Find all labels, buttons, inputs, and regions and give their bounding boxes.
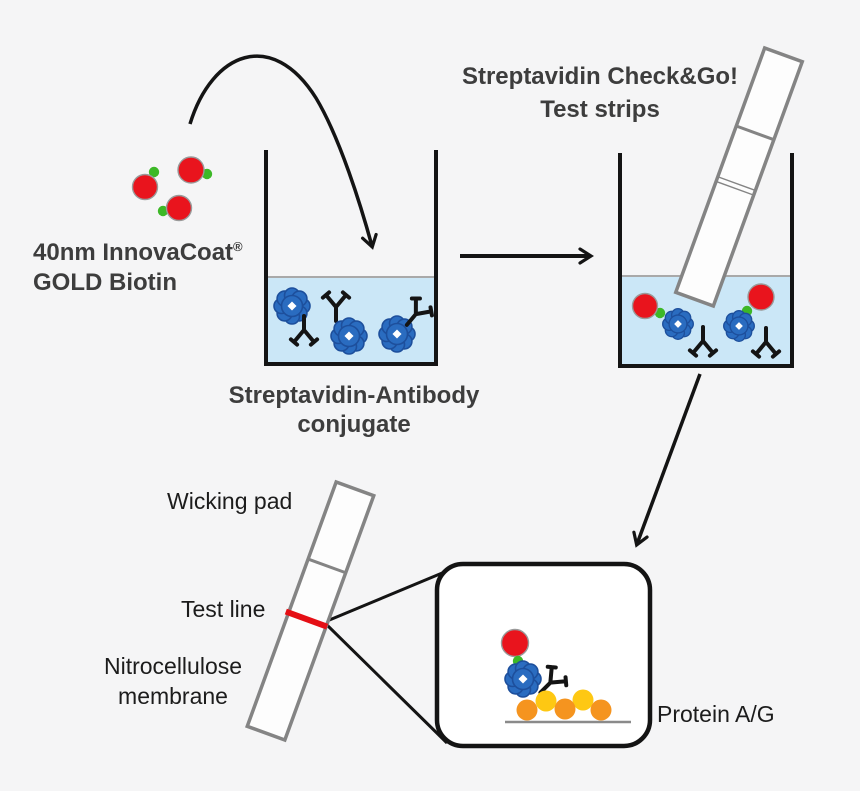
test-strips-label-line1: Streptavidin Check&Go! (461, 63, 739, 90)
biotin-icon (157, 205, 169, 217)
streptavidin-icon (504, 660, 542, 698)
gold-biotin-label-line2: GOLD Biotin (33, 269, 177, 296)
test-strip-body (673, 45, 805, 309)
test-strips-label-line2: Test strips (540, 96, 660, 123)
protein-ag-beads (516, 689, 612, 721)
membrane-label: Nitrocellulose membrane (78, 651, 268, 711)
test-line-label: Test line (181, 596, 266, 622)
protein-bead-icon (516, 699, 538, 721)
gold-biotin-label-line1: 40nm InnovaCoat (33, 239, 234, 266)
protein-bead-icon (535, 690, 557, 712)
biotin-icon (148, 166, 160, 178)
conjugate-label-line2: conjugate (297, 411, 411, 438)
gold-nanoparticle-icon (177, 156, 205, 184)
membrane-label-line1: Nitrocellulose (103, 653, 243, 679)
beaker-dipping (618, 45, 805, 368)
test-strips-label: Streptavidin Check&Go! Test strips (440, 60, 760, 126)
beaker-outline (618, 153, 794, 368)
gold-nanoparticle-icon (631, 292, 659, 320)
wicking-pad-label: Wicking pad (167, 488, 293, 514)
callout-panel (434, 561, 653, 749)
wicking-pad-divider (307, 557, 347, 575)
streptavidin-icon (330, 317, 368, 355)
zoom-callout-line (325, 623, 449, 745)
gold-nanoparticle-icon (747, 283, 775, 311)
binding-detail (500, 628, 631, 724)
protein-ag-label: Protein A/G (657, 701, 775, 727)
gold-nanoparticle-icon (165, 194, 193, 222)
protein-bead-icon (572, 689, 594, 711)
test-strip-dipped (673, 45, 805, 309)
protein-bead-icon (590, 699, 612, 721)
curved-pour-arrow-icon (188, 54, 378, 250)
wicking-pad-divider (735, 124, 775, 142)
gold-nanoparticle-icon (500, 628, 530, 658)
test-strip-body (245, 479, 376, 743)
gold-biotin-particles (131, 156, 213, 222)
test-strip-labeled (245, 479, 376, 743)
membrane-label-line2: membrane (118, 683, 228, 709)
callout-box (434, 561, 653, 749)
gold-biotin-label: 40nm InnovaCoat® GOLD Biotin (33, 238, 243, 298)
gold-conjugate-complexes (631, 283, 782, 359)
test-line-mark (284, 608, 329, 630)
conjugate-label-line1: Streptavidin-Antibody (228, 382, 480, 409)
dip-result-arrow-icon (632, 373, 702, 548)
strip-thin-line (715, 180, 754, 196)
beaker-outline (264, 150, 438, 366)
streptavidin-icon (723, 310, 755, 342)
protein-bead-icon (554, 698, 576, 720)
zoom-callout-line (326, 569, 448, 623)
gold-nanoparticle-icon (131, 173, 159, 201)
registered-mark: ® (233, 239, 243, 254)
beaker-conjugate (264, 150, 438, 366)
conjugate-label: Streptavidin-Antibody conjugate (224, 381, 484, 439)
streptavidin-icon (662, 308, 694, 340)
strip-thin-line (717, 176, 756, 192)
